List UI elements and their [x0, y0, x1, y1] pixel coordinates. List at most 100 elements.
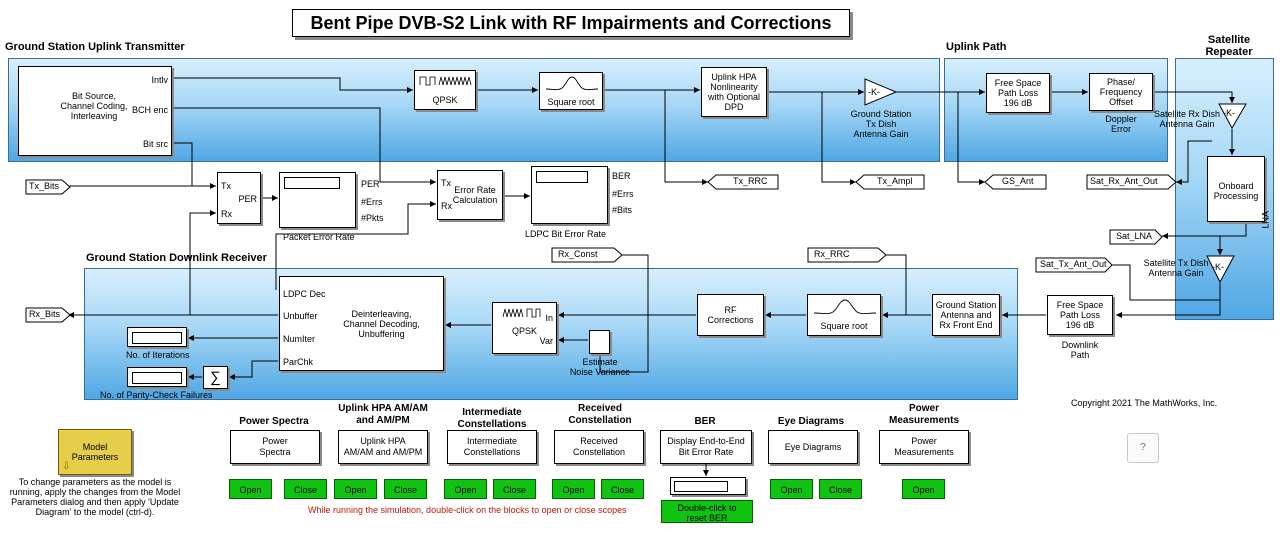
- intermediate-open-button[interactable]: Open: [444, 479, 487, 499]
- hint-text: While running the simulation, double-cli…: [308, 505, 627, 515]
- sat-rx-gain-triangle[interactable]: [1218, 103, 1247, 130]
- power-measurements-block[interactable]: Power Measurements: [879, 430, 969, 464]
- panel-title-power-spectra: Power Spectra: [239, 416, 309, 427]
- tag-sat-tx-ant-out[interactable]: [1035, 257, 1113, 273]
- intermediate-constellations-block[interactable]: Intermediate Constellations: [447, 430, 537, 464]
- port-intlv: Intlv: [151, 75, 168, 85]
- port-ldpc-dec: LDPC Dec: [283, 289, 326, 299]
- received-block-label: Received Constellation: [572, 436, 626, 457]
- port-parchk: ParChk: [283, 357, 314, 367]
- received-constellation-block[interactable]: Received Constellation: [554, 430, 644, 464]
- help-button[interactable]: ?: [1127, 433, 1159, 463]
- section-satellite: Satellite Repeater: [1205, 34, 1253, 58]
- port-bit-src: Bit src: [142, 139, 168, 149]
- onboard-processing-block[interactable]: Onboard Processing LNA: [1207, 156, 1271, 229]
- sinc-icon: [813, 299, 877, 315]
- sat-tx-gain-triangle[interactable]: [1206, 255, 1235, 284]
- tag-sat-lna[interactable]: [1109, 229, 1163, 245]
- phase-offset-label: Phase/ Frequency Offset: [1099, 77, 1143, 107]
- tag-rx-rrc[interactable]: [807, 247, 887, 263]
- power-spectra-block[interactable]: Power Spectra: [230, 430, 320, 464]
- fspl-uplink-block[interactable]: Free Space Path Loss 196 dB: [986, 73, 1050, 113]
- per-calc-block[interactable]: Tx PER Rx: [217, 172, 261, 224]
- received-close-button[interactable]: Close: [601, 479, 644, 499]
- tag-sat-lna-label: Sat_LNA: [1116, 231, 1153, 241]
- page-title-box: Bent Pipe DVB-S2 Link with RF Impairment…: [292, 9, 850, 37]
- reset-ber-button[interactable]: Double-click to reset BER: [661, 500, 753, 523]
- rx-rrc-label: Square root: [820, 321, 868, 331]
- doppler-label: Doppler Error: [1105, 114, 1137, 134]
- sum-block[interactable]: ∑: [203, 366, 228, 389]
- model-params-label: Model Parameters: [71, 442, 119, 462]
- num-iterations-display[interactable]: [127, 327, 187, 347]
- tag-rx-bits[interactable]: [25, 307, 71, 323]
- estimate-noise-block[interactable]: [589, 330, 610, 354]
- port-numiter: NumIter: [283, 334, 316, 344]
- help-icon: ?: [1140, 442, 1146, 453]
- hpa-open-button[interactable]: Open: [334, 479, 377, 499]
- tag-tx-rrc[interactable]: [707, 174, 779, 190]
- error-rate-calc-block[interactable]: Error Rate Calculation Tx Rx: [437, 170, 503, 220]
- tag-tx-rrc-label: Tx_RRC: [733, 176, 768, 186]
- tag-rx-bits-label: Rx_Bits: [29, 309, 61, 319]
- tx-rrc-filter-block[interactable]: Square root: [539, 72, 603, 110]
- eye-open-button[interactable]: Open: [770, 479, 813, 499]
- hpa-close-button[interactable]: Close: [384, 479, 427, 499]
- display-ber-block-label: Display End-to-End Bit Error Rate: [667, 436, 745, 457]
- power-spectra-open-button[interactable]: Open: [229, 479, 272, 499]
- gs-rx-frontend-block[interactable]: Ground Station Antenna and Rx Front End: [932, 294, 1000, 336]
- section-downlink-rx: Ground Station Downlink Receiver: [86, 252, 267, 264]
- tag-tx-ampl[interactable]: [855, 174, 925, 190]
- num-iterations-label: No. of Iterations: [126, 350, 190, 360]
- arrow-down-icon: ⇩: [62, 461, 71, 472]
- display-ber-block[interactable]: Display End-to-End Bit Error Rate: [660, 430, 752, 464]
- per-display[interactable]: [279, 172, 356, 228]
- ber-display[interactable]: [531, 166, 608, 224]
- ber-value-display[interactable]: [670, 477, 746, 495]
- bit-source-label: Bit Source, Channel Coding, Interleaving: [60, 91, 128, 121]
- received-open-button[interactable]: Open: [552, 479, 595, 499]
- downlink-path-label: Downlink Path: [1061, 340, 1099, 360]
- hpa-amam-block[interactable]: Uplink HPA AM/AM and AM/PM: [338, 430, 428, 464]
- eye-close-button[interactable]: Close: [819, 479, 862, 499]
- rf-corrections-block[interactable]: RF Corrections: [697, 294, 764, 336]
- tag-sat-rx-ant-out[interactable]: [1086, 174, 1177, 190]
- panel-title-hpa: Uplink HPA AM/AM and AM/PM: [338, 403, 428, 426]
- phase-offset-block[interactable]: Phase/ Frequency Offset: [1089, 73, 1153, 111]
- qpsk-demodulator-block[interactable]: QPSK In Var: [492, 302, 557, 354]
- tag-rx-const[interactable]: [551, 247, 623, 263]
- rx-rrc-filter-block[interactable]: Square root: [807, 294, 881, 336]
- power-meas-open-button[interactable]: Open: [902, 479, 945, 499]
- intermediate-block-label: Intermediate Constellations: [463, 436, 521, 457]
- model-parameters-button[interactable]: Model Parameters ⇩: [58, 429, 132, 475]
- panel-title-intermediate: Intermediate Constellations: [457, 407, 527, 430]
- err-port-rx: Rx: [441, 201, 452, 211]
- intermediate-close-button[interactable]: Close: [493, 479, 536, 499]
- panel-title-power-meas: Power Measurements: [888, 403, 960, 426]
- gs-tx-gain-label: Ground Station Tx Dish Antenna Gain: [850, 109, 912, 139]
- tx-rrc-label: Square root: [547, 97, 595, 107]
- parity-failures-display[interactable]: [127, 367, 187, 387]
- power-spectra-close-button[interactable]: Close: [284, 479, 327, 499]
- sat-rx-k: -K-: [1223, 108, 1235, 118]
- eye-diagrams-block[interactable]: Eye Diagrams: [768, 430, 858, 464]
- tag-tx-bits[interactable]: [25, 179, 71, 195]
- onboard-label: Onboard Processing: [1213, 181, 1259, 201]
- qpsk-waveform-icon: [419, 76, 472, 86]
- decoder-label: Deinterleaving, Channel Decoding, Unbuff…: [343, 308, 420, 339]
- sum-icon: ∑: [210, 368, 221, 386]
- decoder-block[interactable]: Deinterleaving, Channel Decoding, Unbuff…: [279, 276, 444, 371]
- per-port-tx: Tx: [221, 181, 231, 191]
- bit-source-block[interactable]: Bit Source, Channel Coding, Interleaving…: [18, 66, 172, 156]
- power-spectra-block-label: Power Spectra: [259, 436, 291, 457]
- uplink-hpa-block[interactable]: Uplink HPA Nonlinearity with Optional DP…: [701, 67, 767, 117]
- page-title: Bent Pipe DVB-S2 Link with RF Impairment…: [310, 13, 832, 33]
- qpsk-modulator-block[interactable]: QPSK: [414, 70, 476, 110]
- rf-corr-label: RF Corrections: [707, 305, 754, 325]
- tag-gs-ant[interactable]: [984, 174, 1047, 190]
- gs-tx-gain-k: -K-: [868, 87, 880, 97]
- gs-tx-gain-triangle[interactable]: [864, 78, 898, 106]
- fspl-downlink-block[interactable]: Free Space Path Loss 196 dB: [1047, 295, 1113, 335]
- est-noise-label: Estimate Noise Variance: [569, 357, 631, 377]
